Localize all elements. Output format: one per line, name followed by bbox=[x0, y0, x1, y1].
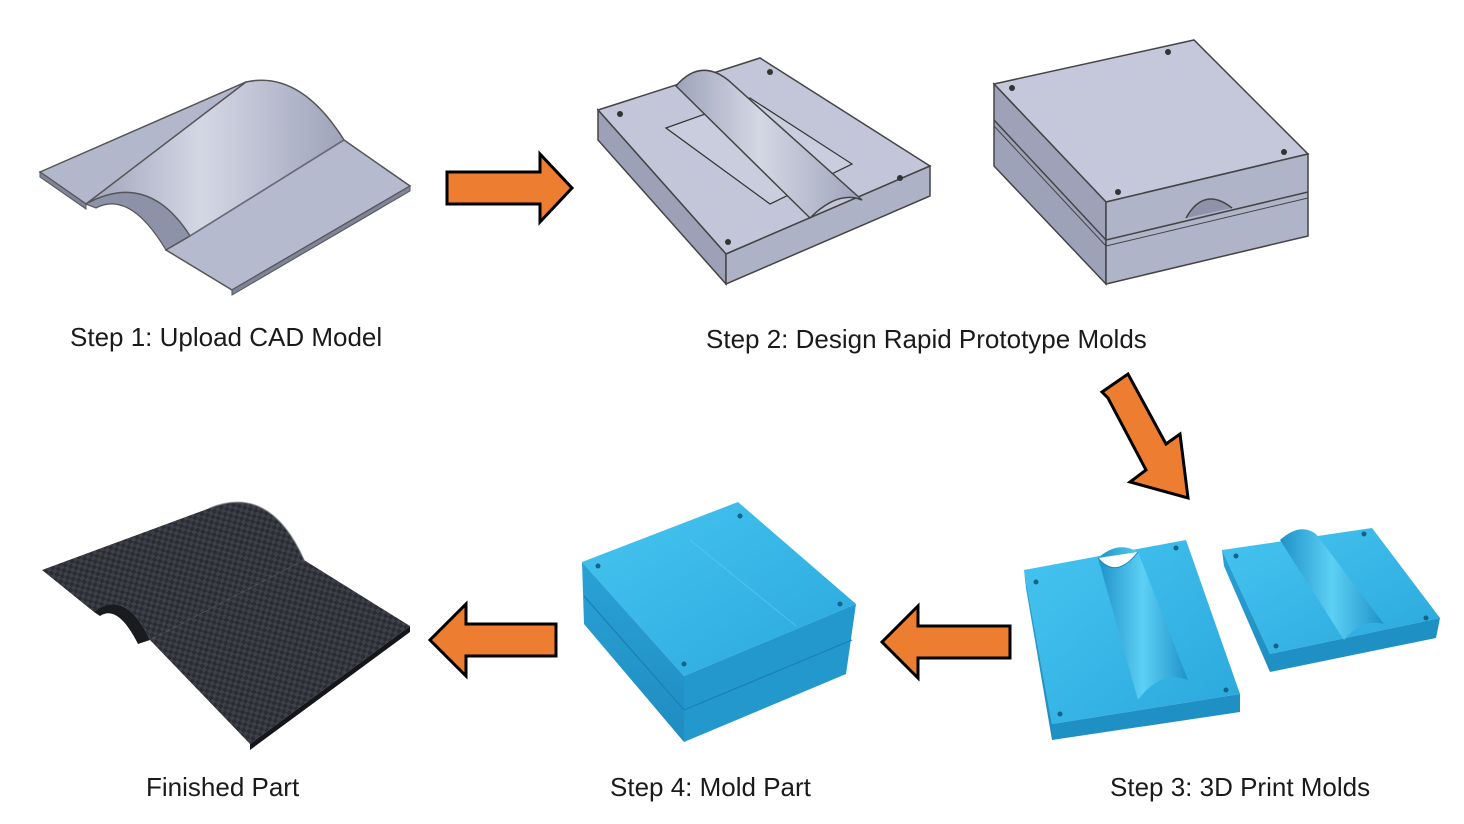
finished-part-caption: Finished Part bbox=[146, 772, 300, 802]
finished-carbon-part-image bbox=[42, 501, 410, 750]
open-mold-image bbox=[596, 57, 932, 286]
closed-mold-image bbox=[992, 39, 1310, 286]
right-arrow-icon bbox=[445, 150, 575, 226]
closed-blue-mold-image bbox=[582, 502, 856, 742]
cad-part-image bbox=[38, 79, 412, 296]
step2-caption: Step 2: Design Rapid Prototype Molds bbox=[706, 324, 1147, 354]
step1-caption: Step 1: Upload CAD Model bbox=[70, 322, 383, 352]
step4-caption: Step 4: Mold Part bbox=[610, 772, 811, 802]
left-arrow-icon bbox=[427, 600, 558, 680]
printed-mold-left-image bbox=[1024, 540, 1240, 740]
left-arrow-icon bbox=[879, 602, 1012, 682]
step3-caption: Step 3: 3D Print Molds bbox=[1110, 772, 1371, 802]
printed-mold-right-image bbox=[1222, 528, 1440, 672]
down-right-arrow-icon bbox=[1099, 371, 1190, 501]
